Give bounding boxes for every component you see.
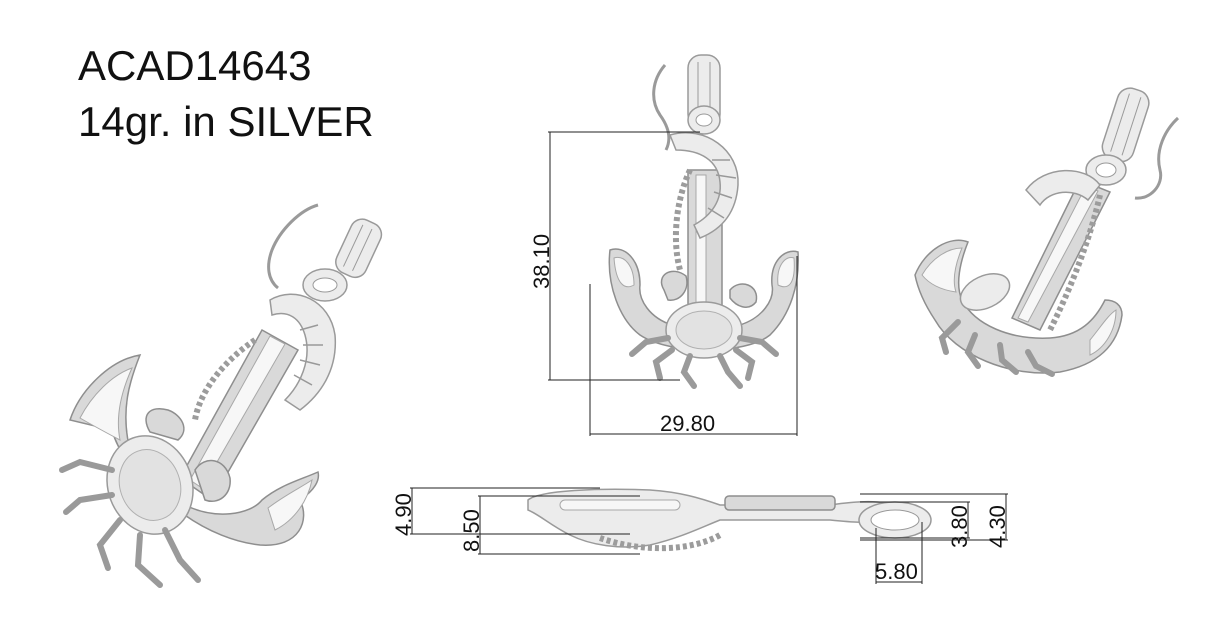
shrimp-antenna: [1134, 116, 1180, 200]
front-dimensions: 38.10 29.80: [529, 131, 798, 436]
side-view: [527, 488, 932, 552]
shrimp-antenna: [267, 203, 319, 290]
dim-right-outer-label: 4.30: [985, 505, 1010, 548]
rope-profile: [599, 532, 722, 552]
shrimp: [668, 132, 739, 239]
anchor-arms: [608, 248, 799, 351]
anchor-arms: [914, 239, 1123, 374]
dim-right-inner-label: 3.80: [947, 505, 972, 548]
bail: [335, 218, 383, 279]
shrimp-antenna: [652, 64, 671, 151]
crab-front: [629, 270, 779, 389]
dim-left-outer-label: 4.90: [391, 493, 416, 536]
front-view: [608, 54, 799, 389]
weight-material: 14gr. in SILVER: [78, 98, 374, 145]
dim-left-inner-label: 8.50: [459, 509, 484, 552]
shrimp: [1025, 169, 1101, 207]
crab-right: [938, 273, 1055, 377]
rope: [192, 337, 257, 421]
rope: [1047, 194, 1103, 332]
perspective-view-right: [914, 87, 1180, 377]
dim-bail-label: 5.80: [875, 559, 918, 584]
crab-left: [59, 408, 231, 588]
dim-height-label: 38.10: [529, 234, 554, 289]
anchor-arms: [69, 354, 320, 546]
bail: [1101, 87, 1150, 163]
perspective-view-left: [59, 203, 383, 588]
model-number: ACAD14643: [78, 42, 312, 89]
side-dimensions: 4.90 8.50 3.80 4.30 5.80: [391, 487, 1010, 584]
rope: [672, 168, 693, 271]
dim-width-label: 29.80: [660, 411, 715, 436]
shrimp: [269, 293, 337, 411]
